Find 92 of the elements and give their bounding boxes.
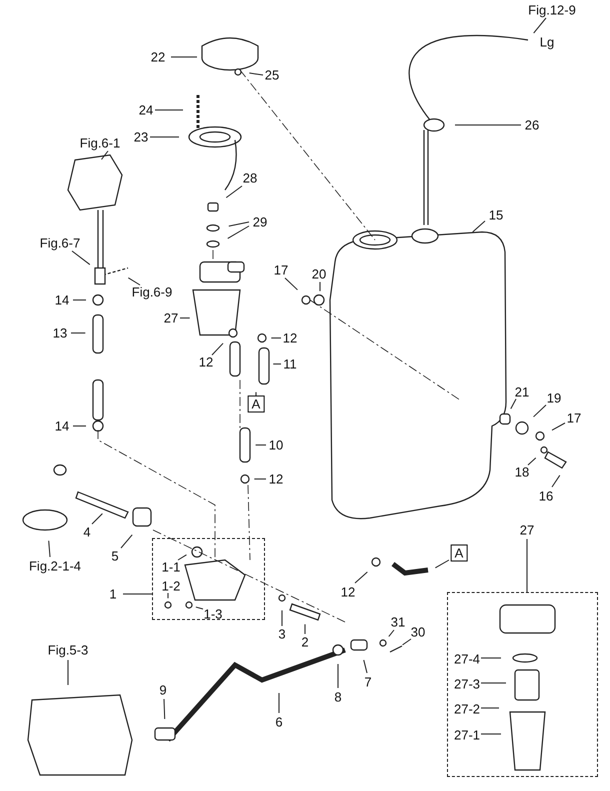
callout-number: 31: [390, 614, 406, 630]
leader-line: [552, 422, 566, 431]
dashed-group-frame: [447, 592, 598, 777]
leader-line: [434, 560, 450, 568]
leader-line: [402, 638, 412, 646]
leader-line: [255, 444, 266, 446]
leader-line: [248, 72, 264, 76]
leader-line: [195, 606, 204, 610]
callout-number: 17: [566, 410, 582, 426]
figure-reference: Fig.6-1: [80, 136, 120, 150]
callout-number: 19: [546, 390, 562, 406]
callout-number: 12: [198, 354, 214, 370]
leader-line: [48, 540, 50, 558]
callout-number: 18: [514, 464, 530, 480]
callout-number: 23: [134, 130, 148, 144]
callout-number: 27: [520, 522, 534, 538]
leader-line: [178, 554, 187, 560]
callout-number: 12: [340, 584, 356, 600]
callout-number: 1-3: [204, 606, 222, 622]
callout-number: 6: [275, 714, 283, 730]
callout-number: 17: [274, 262, 288, 278]
leader-line: [388, 630, 394, 637]
leader-line: [278, 692, 280, 714]
leader-line: [227, 226, 250, 239]
reference-tag: A: [450, 544, 468, 562]
leader-line: [150, 136, 180, 138]
callout-number: 27: [164, 310, 178, 326]
dashed-group-frame: [152, 538, 265, 620]
leader-line: [480, 682, 506, 684]
callout-number: 27-3: [454, 676, 480, 692]
leader-line: [70, 332, 86, 334]
wire-color-code: Lg: [540, 34, 554, 50]
callout-number: 12: [282, 330, 298, 346]
leader-line: [128, 277, 140, 286]
leader-line: [228, 222, 250, 227]
callout-number: 27-4: [454, 652, 480, 666]
callout-number: 11: [283, 356, 297, 372]
callout-number: 27-1: [454, 728, 480, 742]
leader-line: [526, 538, 528, 592]
callout-number: 7: [364, 674, 372, 690]
callout-number: 1-2: [162, 578, 180, 594]
leader-line: [92, 513, 103, 524]
callout-number: 8: [334, 690, 342, 704]
leader-line: [363, 660, 368, 674]
leader-line: [120, 534, 133, 548]
leader-line: [164, 698, 166, 720]
callout-number: 21: [514, 384, 530, 400]
leader-line: [528, 457, 536, 466]
leader-line: [510, 398, 516, 410]
callout-number: 30: [410, 624, 426, 640]
callout-number: 9: [159, 682, 167, 698]
callout-number: 10: [268, 438, 284, 452]
callout-number: 15: [488, 208, 504, 222]
leader-line: [552, 474, 560, 488]
leader-line: [170, 56, 198, 58]
leader-line: [533, 18, 546, 34]
callout-number: 28: [242, 170, 258, 186]
callout-number: 14: [54, 292, 70, 308]
callout-number: 22: [150, 50, 166, 64]
callout-number: 16: [538, 488, 554, 504]
leader-line: [212, 342, 224, 356]
figure-reference: Fig.6-7: [40, 236, 80, 250]
callout-number: 24: [138, 102, 154, 118]
callout-number: 20: [312, 266, 326, 282]
callout-number: 12: [268, 472, 284, 486]
figure-reference: Fig.6-9: [132, 284, 172, 300]
callout-number: 27-2: [454, 702, 480, 716]
leader-line: [304, 624, 306, 634]
leader-line: [472, 220, 486, 233]
callout-number: 2: [301, 634, 309, 650]
leader-line: [226, 186, 242, 198]
figure-reference: Fig.12-9: [528, 2, 576, 18]
reference-tag: A: [248, 396, 264, 412]
leader-line: [284, 278, 298, 290]
leader-line: [454, 124, 522, 126]
leader-line: [72, 250, 90, 266]
callout-number: 5: [111, 548, 119, 564]
callout-number: 3: [278, 626, 286, 642]
callout-number: 25: [264, 68, 280, 82]
leader-line: [101, 150, 108, 160]
callout-number: 13: [52, 326, 68, 340]
figure-reference: Fig.5-3: [48, 642, 88, 658]
callout-number: 26: [524, 118, 540, 132]
leader-line: [533, 404, 546, 418]
leader-line: [254, 478, 266, 480]
leader-line: [354, 571, 368, 584]
callout-number: 1-1: [162, 560, 180, 574]
callout-number: 1: [109, 586, 117, 602]
callout-number: 29: [252, 214, 268, 230]
callout-number: 4: [83, 524, 91, 540]
callout-number: 14: [54, 418, 70, 434]
figure-reference: Fig.2-1-4: [28, 558, 82, 574]
